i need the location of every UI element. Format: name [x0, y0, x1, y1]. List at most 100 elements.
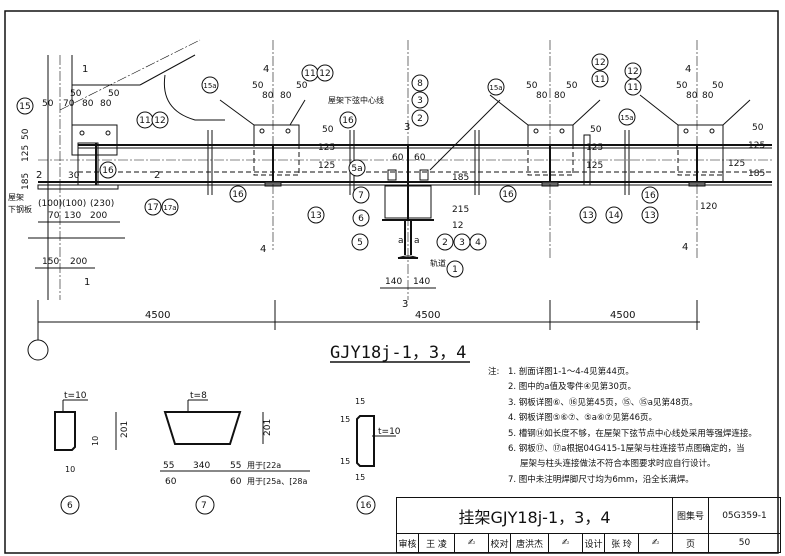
section-mark-3-top: 3	[404, 122, 410, 133]
callout-bubble	[307, 206, 325, 224]
callout-bubble	[605, 206, 623, 224]
page-number: 50	[738, 538, 751, 548]
detail-plate-16	[356, 415, 396, 515]
svg-text:80: 80	[280, 91, 292, 101]
plate16-chamfer-top: 15	[355, 397, 365, 406]
callout-label: 4	[475, 238, 481, 248]
plate7-label: 7	[201, 501, 207, 511]
svg-text:140: 140	[385, 277, 402, 287]
node-plate-2	[489, 40, 601, 260]
callout-label: 15	[19, 102, 30, 112]
detail-plate-6	[54, 399, 117, 515]
section-mark-2-left: 2	[36, 170, 42, 181]
svg-text:50: 50	[676, 81, 688, 91]
callout-label: 2	[442, 238, 448, 248]
callout-bubble	[316, 64, 334, 82]
svg-text:215: 215	[452, 205, 469, 215]
checker-name: 唐洪杰	[511, 534, 549, 552]
callout-label: 12	[594, 58, 605, 68]
callout-bubble	[618, 108, 636, 126]
note-6-cont: 屋架与柱头连接做法不符合本图要求时应自行设计。	[520, 459, 716, 470]
plate7-dim-bottom-left: 60	[165, 477, 177, 487]
plate6-label: 6	[67, 501, 73, 511]
svg-text:140: 140	[413, 277, 430, 287]
callout-label: 16	[502, 190, 514, 200]
callout-bubble	[161, 198, 179, 216]
note-1: 1. 剖面详图1-1～4-4见第44页。	[508, 367, 634, 377]
center-hanger	[382, 40, 501, 300]
node-plate-3	[639, 40, 751, 260]
note-3: 3. 钢板详图⑥、⑯见第45页，⑮、⑮a见第48页。	[508, 397, 698, 408]
callout-bubble	[499, 185, 517, 203]
note-2: 2. 图中的a值及零件④见第30页。	[508, 382, 636, 393]
plate16-chamfer-bottom: 15	[355, 473, 365, 482]
callout-label: 5	[357, 238, 363, 248]
svg-text:50: 50	[752, 123, 764, 133]
svg-text:70: 70	[63, 99, 75, 109]
svg-text:50: 50	[21, 128, 31, 140]
left-dimensions: 50 70 50 80 80 50 50 125 185 (100) (100)…	[21, 89, 125, 269]
center-dimensions: 60 60 185 215 12 a a 140 140	[380, 153, 469, 289]
node3-dimensions: 50 80 80 50 50 125 125 185 120	[676, 81, 765, 212]
callout-label: 14	[608, 211, 620, 221]
svg-text:50: 50	[42, 99, 54, 109]
callout-label: 17a	[163, 204, 176, 212]
callout-label: 13	[644, 211, 655, 221]
main-beam	[38, 144, 772, 186]
callout-label: 12	[627, 67, 638, 77]
callout-bubble	[624, 78, 642, 96]
span-label-3: 4500	[610, 310, 635, 321]
atlas-label: 图集号	[673, 498, 709, 534]
callout-label: 6	[358, 214, 364, 224]
callout-bubble	[201, 76, 219, 94]
note-5: 5. 槽钢⑭如长度不够，在屋架下弦节点中心线处采用等强焊连接。	[508, 428, 757, 439]
callout-bubble	[591, 53, 609, 71]
designer-signature: ✍	[639, 534, 673, 552]
plate6-height: 201	[120, 421, 130, 438]
svg-text:185: 185	[452, 173, 469, 183]
callout-bubble	[487, 78, 505, 96]
svg-text:50: 50	[296, 81, 308, 91]
plate7-height: 201	[263, 419, 273, 436]
svg-text:80: 80	[554, 91, 566, 101]
callout-label: 11	[304, 69, 315, 79]
plate7-dim-bottom-right: 60	[230, 477, 242, 487]
plate7-dim-right: 55	[230, 461, 241, 471]
callout-label: 15a	[620, 114, 633, 122]
axis-bubble	[27, 339, 49, 361]
svg-text:50: 50	[590, 125, 602, 135]
callout-label: 12	[154, 116, 165, 126]
title-block: 挂架GJY18j-1，3，4 图集号 05G359-1 审核 王 凌 ✍ 校对 …	[396, 497, 781, 553]
svg-text:125: 125	[728, 159, 745, 169]
svg-text:125: 125	[21, 145, 31, 162]
sheet-border	[4, 10, 779, 554]
plate16-chamfer-left-top: 15	[340, 415, 350, 424]
review-label: 审核	[397, 534, 419, 552]
main-drawing-title: GJY18j-1，3，4	[330, 343, 466, 363]
callout-label: 3	[459, 238, 465, 248]
callout-bubble	[339, 111, 357, 129]
callout-label: 15a	[203, 82, 216, 90]
svg-text:125: 125	[318, 143, 335, 153]
svg-text:80: 80	[686, 91, 698, 101]
section-mark-4-bottom-b: 4	[682, 242, 688, 253]
svg-text:200: 200	[70, 257, 87, 267]
svg-text:80: 80	[100, 99, 112, 109]
callout-label: 8	[417, 79, 423, 89]
callout-label: 2	[417, 114, 423, 124]
plate7-note-2: 用于[25a、[28a	[247, 477, 308, 486]
note-7: 7. 图中未注明焊脚尺寸均为6mm，沿全长满焊。	[508, 474, 694, 485]
callout-bubble	[591, 70, 609, 88]
section-mark-2-right: 2	[154, 170, 160, 181]
callout-label: 11	[594, 75, 605, 85]
node1-dimensions: 50 80 80 50 50 125 125	[252, 81, 335, 171]
callout-label: 16	[232, 190, 244, 200]
svg-text:30: 30	[68, 171, 80, 181]
svg-text:120: 120	[700, 202, 717, 212]
plate7-dim-mid: 340	[193, 461, 210, 471]
svg-text:125: 125	[748, 141, 765, 151]
svg-text:130: 130	[64, 211, 81, 221]
checker-signature: ✍	[549, 534, 583, 552]
callout-bubble	[641, 186, 659, 204]
